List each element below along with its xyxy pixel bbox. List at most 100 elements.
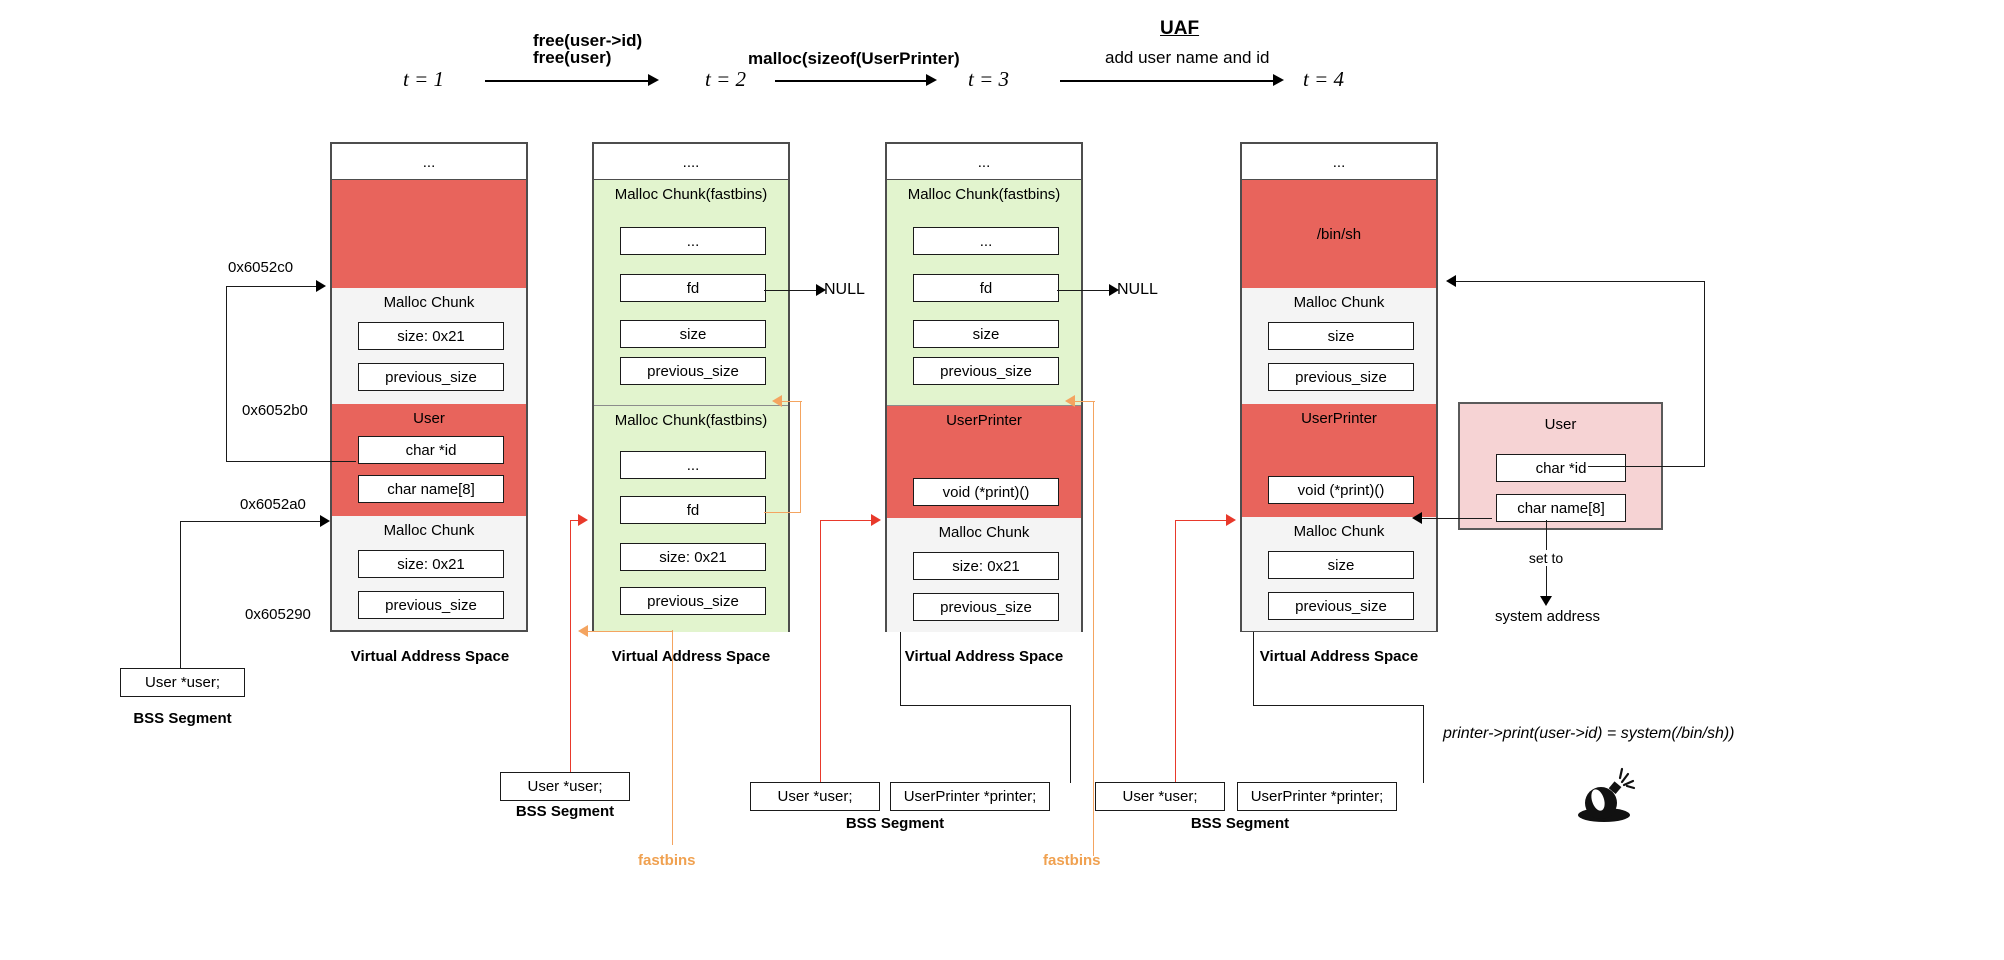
- address-0x6052c0: 0x6052c0: [228, 259, 294, 276]
- t4-printer-connector-h: [1253, 705, 1423, 706]
- user-struct-title: User: [1544, 416, 1577, 433]
- t3-band-top: ...: [887, 144, 1081, 180]
- t3-chunk1-field-dots: ...: [913, 227, 1059, 255]
- transition-3-arrowhead: [1273, 74, 1284, 86]
- t3-fastbins-arrowhead-top: [1065, 395, 1075, 407]
- t3-printer-connector-v2: [1070, 705, 1071, 783]
- t3-band-userprinter: UserPrinter void (*print)(): [887, 405, 1081, 518]
- bss-box-printer-t4: UserPrinter *printer;: [1237, 782, 1397, 811]
- t4-band-binsh: /bin/sh: [1242, 180, 1436, 288]
- t1-top-dots: ...: [422, 154, 436, 171]
- t4-field-size: size: [1268, 322, 1414, 350]
- t2-virtual-address-space-label: Virtual Address Space: [611, 648, 771, 665]
- t2-chunk2-field-previous-size: previous_size: [620, 587, 766, 615]
- t2-fastbins-line-from-fd: [764, 512, 800, 513]
- fastbins-label-t3: fastbins: [1043, 852, 1101, 869]
- t3-bss-arrowhead: [871, 514, 881, 526]
- connector-bss-user-arrowhead: [320, 515, 330, 527]
- t3-band-chunk-1: Malloc Chunk(fastbins) ... fd size previ…: [887, 180, 1081, 405]
- t2-bss-line-v: [570, 520, 571, 773]
- t4-band-malloc-chunk-2: Malloc Chunk size previous_size: [1242, 517, 1436, 631]
- t2-chunk-1-title: Malloc Chunk(fastbins): [614, 186, 768, 203]
- username-to-print-h: [1420, 518, 1492, 519]
- bss-segment-label-t3: BSS Segment: [845, 815, 945, 832]
- t2-fastbins-label-arrowhead: [578, 625, 588, 637]
- t3-virtual-address-space-label: Virtual Address Space: [904, 648, 1064, 665]
- bss-segment-label-t2: BSS Segment: [515, 803, 615, 820]
- t4-malloc-chunk-2-title: Malloc Chunk: [1293, 523, 1385, 540]
- t3-chunk1-field-fd: fd: [913, 274, 1059, 302]
- t1-band-top: ...: [332, 144, 526, 180]
- t4-band-userprinter: UserPrinter void (*print)(): [1242, 404, 1436, 517]
- timeline-step-t1: t = 1: [403, 67, 445, 91]
- t3-malloc-chunk-title: Malloc Chunk: [938, 524, 1030, 541]
- t4-field-void-print: void (*print)(): [1268, 476, 1414, 504]
- t3-fd-null-line: [1057, 290, 1113, 291]
- t1-field-previous-size-2: previous_size: [358, 591, 504, 619]
- t1-band-malloc-chunk: Malloc Chunk size: 0x21 previous_size: [332, 288, 526, 404]
- t2-chunk2-field-size: size: 0x21: [620, 543, 766, 571]
- bss-box-user-t2: User *user;: [500, 772, 630, 801]
- t1-field-char-name: char name[8]: [358, 475, 504, 503]
- t2-fastbins-arrowhead-top: [772, 395, 782, 407]
- t3-bss-line-h: [820, 520, 872, 521]
- t3-fastbins-line-top: [1075, 401, 1095, 402]
- t1-user-title: User: [413, 410, 445, 427]
- exploit-formula: printer->print(user->id) = system(/bin/s…: [1443, 725, 1735, 742]
- userid-to-binsh-v: [1704, 281, 1705, 467]
- memory-column-t4: ... /bin/sh Malloc Chunk size previous_s…: [1240, 142, 1438, 632]
- t4-field-previous-size-2: previous_size: [1268, 592, 1414, 620]
- t3-top-dots: ...: [977, 154, 991, 171]
- t1-field-size-2: size: 0x21: [358, 550, 504, 578]
- t4-bss-line-v: [1175, 520, 1176, 783]
- t2-band-top: ....: [594, 144, 788, 180]
- t3-band-malloc-chunk: Malloc Chunk size: 0x21 previous_size: [887, 518, 1081, 632]
- t1-virtual-address-space-label: Virtual Address Space: [350, 648, 510, 665]
- transition-3-arrow: [1060, 80, 1277, 82]
- t2-fastbins-line-top: [782, 401, 802, 402]
- bss-box-user-t3: User *user;: [750, 782, 880, 811]
- t3-fd-null-arrowhead: [1109, 284, 1119, 296]
- t4-top-dots: ...: [1332, 154, 1346, 171]
- transition-2-arrowhead: [926, 74, 937, 86]
- uaf-title: UAF: [1160, 18, 1200, 39]
- t2-top-dots: ....: [682, 154, 700, 171]
- timeline-step-t2: t = 2: [705, 67, 747, 91]
- transition-1-arrow: [485, 80, 652, 82]
- username-to-print-arrowhead: [1412, 512, 1422, 524]
- timeline-step-t3: t = 3: [968, 67, 1010, 91]
- t2-bss-arrowhead: [578, 514, 588, 526]
- t4-field-size-2: size: [1268, 551, 1414, 579]
- timeline-step-t4: t = 4: [1303, 67, 1345, 91]
- t4-band-top: ...: [1242, 144, 1436, 180]
- t2-fd-null-arrowhead: [816, 284, 826, 296]
- t3-chunk1-field-previous-size: previous_size: [913, 357, 1059, 385]
- connector-userid-arrowhead: [316, 280, 326, 292]
- transition-3-line1: add user name and id: [1105, 48, 1270, 67]
- t2-chunk1-field-previous-size: previous_size: [620, 357, 766, 385]
- bomb-icon: [1570, 755, 1640, 825]
- t2-null-label: NULL: [824, 281, 865, 298]
- t2-chunk2-field-fd: fd: [620, 496, 766, 524]
- t3-fastbins-vertical: [1093, 401, 1094, 856]
- connector-userid-bottom: [226, 461, 356, 462]
- set-to-label: set to: [1505, 550, 1587, 566]
- t2-chunk2-field-dots: ...: [620, 451, 766, 479]
- memory-column-t1: ... Malloc Chunk size: 0x21 previous_siz…: [330, 142, 528, 632]
- t1-band-allocated-red: [332, 180, 526, 288]
- user-struct-field-char-name: char name[8]: [1496, 494, 1626, 522]
- t3-printer-connector-h: [900, 705, 1070, 706]
- bss-segment-label-t1: BSS Segment: [133, 710, 232, 727]
- t4-band-malloc-chunk: Malloc Chunk size previous_size: [1242, 288, 1436, 404]
- t2-band-chunk-1: Malloc Chunk(fastbins) ... fd size previ…: [594, 180, 788, 405]
- system-address-label: system address: [1494, 608, 1601, 625]
- t2-chunk1-field-dots: ...: [620, 227, 766, 255]
- t1-field-char-id: char *id: [358, 436, 504, 464]
- connector-userid-top: [226, 286, 316, 287]
- t2-fastbins-label-h: [582, 631, 672, 632]
- t4-field-previous-size: previous_size: [1268, 363, 1414, 391]
- t4-printer-connector-v1: [1253, 632, 1254, 705]
- t1-band-user: User char *id char name[8]: [332, 404, 526, 516]
- t3-field-size: size: 0x21: [913, 552, 1059, 580]
- t3-null-label: NULL: [1117, 281, 1158, 298]
